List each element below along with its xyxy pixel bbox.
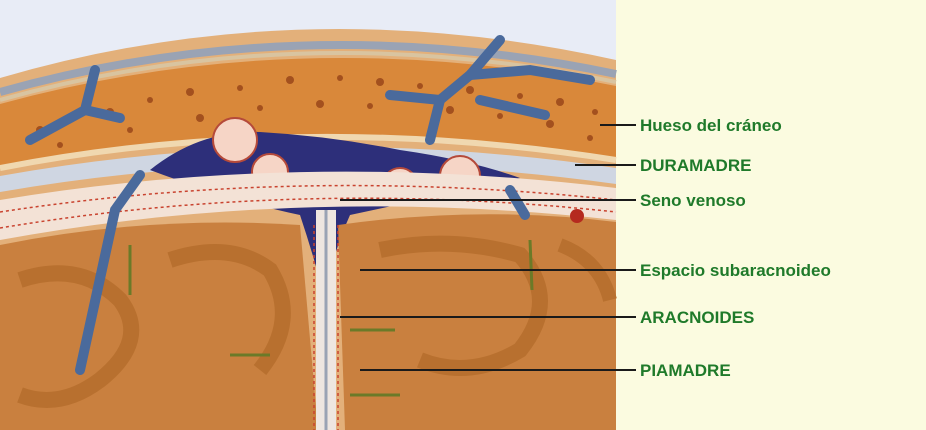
label-piamadre: PIAMADRE bbox=[640, 362, 731, 379]
label-espacio-subaracnoideo: Espacio subaracnoideo bbox=[640, 262, 831, 279]
label-aracnoides: ARACNOIDES bbox=[640, 309, 754, 326]
label-hueso-del-craneo: Hueso del cráneo bbox=[640, 117, 782, 134]
label-seno-venoso: Seno venoso bbox=[640, 192, 746, 209]
artery-dot bbox=[570, 209, 584, 223]
label-duramadre: DURAMADRE bbox=[640, 157, 751, 174]
